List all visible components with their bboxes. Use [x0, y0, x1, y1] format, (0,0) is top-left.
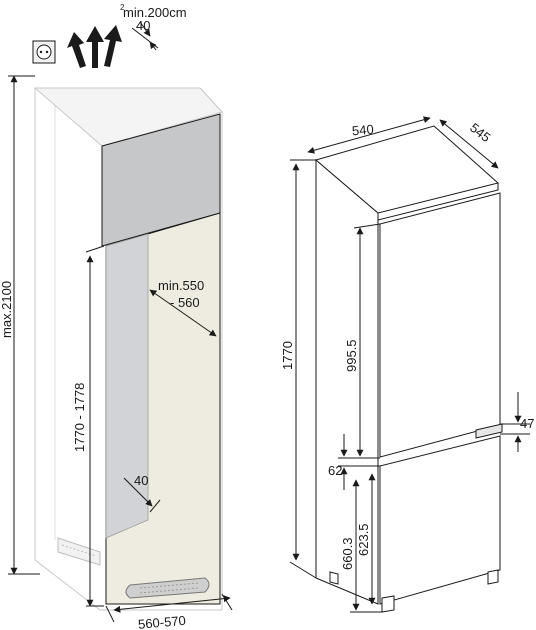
fridge-width-label: 540 [351, 122, 374, 139]
lower-door-label-2: 623.5 [356, 523, 371, 556]
vent-area-superscript: 2 [120, 3, 125, 12]
niche-width-label: 560-570 [137, 613, 186, 630]
top-gap-label: 40 [136, 18, 150, 33]
fridge-height-label: 1770 [280, 341, 295, 370]
fridge-depth-label: 545 [467, 120, 493, 145]
hinge-offset-label: 47 [520, 416, 534, 431]
max-height-label: max.2100 [0, 281, 14, 338]
door-gap-label: 62 [328, 463, 342, 478]
left-dimensions [8, 21, 233, 623]
power-socket-icon [32, 40, 56, 64]
upper-door-label: 995.5 [344, 339, 359, 372]
lower-door-label-1: 660.3 [340, 537, 355, 570]
cabinet-niche [32, 25, 223, 611]
vent-area-label: min.200cm [123, 5, 187, 20]
side-gap-label: 40 [134, 473, 148, 488]
niche-height-label: 1770 - 1778 [72, 383, 87, 452]
right-dimensions [289, 116, 530, 613]
niche-depth-label-2: - 560 [170, 295, 200, 310]
airflow-arrows-icon [67, 25, 122, 68]
niche-depth-label-1: min.550 [158, 278, 204, 293]
